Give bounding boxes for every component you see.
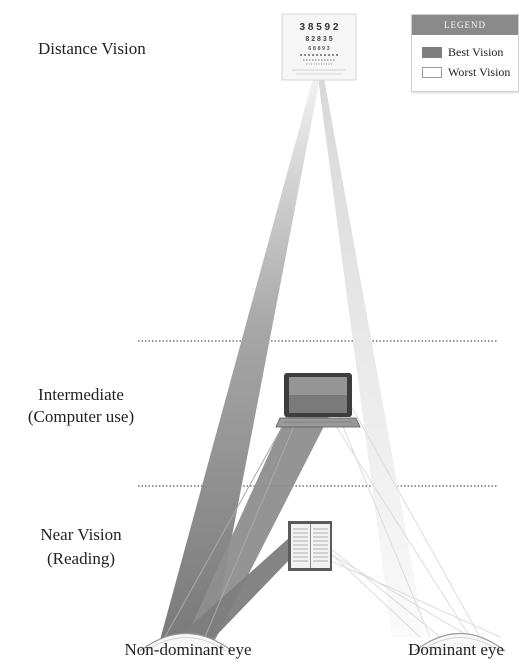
beam-nondominant-thin-lines [164,394,306,638]
non-dominant-eye-label: Non-dominant eye [124,640,252,659]
legend-swatch-worst [422,66,442,78]
beam-nondominant-near [175,537,292,640]
legend-label-best: Best Vision [448,44,504,59]
intermediate-label-line1: Intermediate [38,385,124,404]
legend-label-worst: Worst Vision [448,64,511,79]
eye-chart-row-3: 6 8 8 9 3 [308,46,329,52]
eye-chart-row-2: 8 2 8 3 5 [305,36,332,43]
beam-dominant-near-intermediate [315,394,501,638]
book-icon [288,521,332,571]
laptop-icon [275,373,361,428]
intermediate-label-line2: (Computer use) [27,407,135,426]
distance-vision-label: Distance Vision [38,39,146,58]
eye-chart-row-1: 3 8 5 9 2 [300,22,339,33]
eye-chart-icon: 3 8 5 9 2 8 2 8 3 5 6 8 8 9 3 [281,13,357,81]
legend-title: LEGEND [412,15,518,35]
intermediate-label: Intermediate (Computer use) [8,384,154,428]
near-vision-label-line2: (Reading) [47,549,115,568]
legend-item-worst: Worst Vision [422,65,510,79]
non-dominant-eye-icon [139,633,233,652]
legend-item-best: Best Vision [422,45,503,59]
beam-nondominant-intermediate [185,385,345,640]
legend-swatch-best [422,46,442,58]
beam-dominant-distance [318,78,425,637]
near-vision-label-line1: Near Vision [40,525,122,544]
dominant-eye-icon [414,633,506,652]
near-vision-label: Near Vision (Reading) [8,523,154,571]
beam-nondominant-distance [160,78,320,640]
dominant-eye-label: Dominant eye [408,640,504,659]
legend: LEGEND Best Vision Worst Vision [411,14,519,92]
